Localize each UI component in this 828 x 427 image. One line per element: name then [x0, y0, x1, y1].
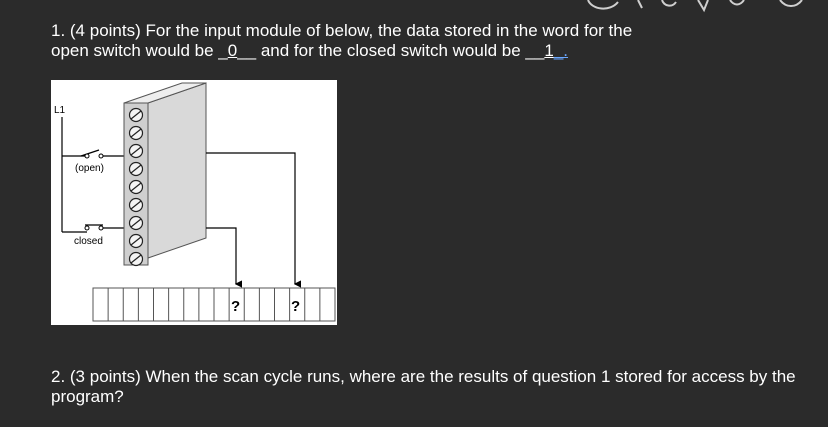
terminal-screw-slot — [130, 110, 142, 120]
open-switch-label: (open) — [75, 163, 104, 174]
terminal-screw-slot — [130, 164, 142, 174]
bit-unknown-b: ? — [291, 298, 300, 315]
answer-open: 0 — [227, 41, 238, 60]
terminal-screw-slot — [130, 182, 142, 192]
terminal-screw-slot — [130, 254, 142, 264]
data-word-bits — [107, 288, 321, 321]
terminal-screws — [128, 107, 144, 267]
question-1: 1. (4 points) For the input module of be… — [51, 21, 751, 61]
input-module-figure: L1 (open) closed ? ? — [51, 80, 337, 325]
terminal-screw-slot — [130, 146, 142, 156]
question-1-text-end: _. — [553, 41, 568, 60]
wire-to-bit-b — [206, 227, 242, 288]
open-switch-contact — [80, 149, 100, 157]
question-2: 2. (3 points) When the scan cycle runs, … — [51, 367, 811, 407]
terminal-screw-slot — [130, 200, 142, 210]
input-module-diagram: L1 (open) closed ? ? — [54, 82, 336, 322]
module-body — [147, 82, 207, 259]
line-label-l1: L1 — [54, 105, 66, 116]
bit-unknown-a: ? — [231, 298, 240, 315]
question-2-text: 2. (3 points) When the scan cycle runs, … — [51, 367, 796, 406]
terminal-screw-slot — [130, 236, 142, 246]
answer-closed: 1 — [544, 41, 554, 60]
closed-switch-label: closed — [74, 236, 103, 247]
terminal-screw-slot — [130, 218, 142, 228]
question-1-line-1: 1. (4 points) For the input module of be… — [51, 21, 633, 40]
terminal-screw-slot — [130, 128, 142, 138]
handwriting-scribble — [587, 0, 803, 13]
question-1-line-2: open switch would be _0__ and for the cl… — [51, 41, 751, 61]
question-1-text-b: __ and for the closed switch would be __ — [237, 41, 545, 60]
wire-to-bit-a — [206, 152, 301, 288]
question-1-text-a: open switch would be _ — [51, 41, 228, 60]
